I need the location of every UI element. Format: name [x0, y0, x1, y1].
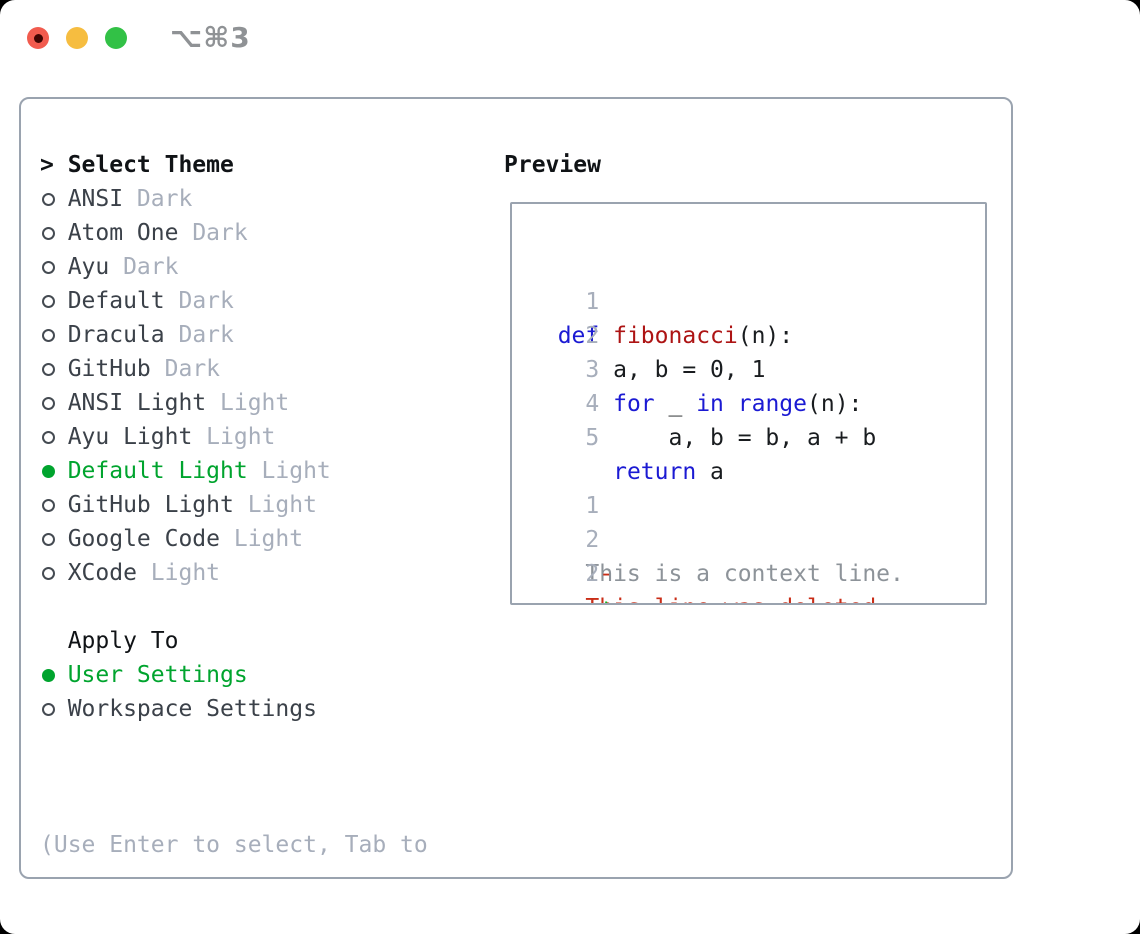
theme-list-item[interactable]: Dracula Dark [40, 318, 428, 352]
token-keyword: for [613, 391, 655, 417]
code-preview: 1 def fibonacci(n): 2 a, b = 0, 1 3 for … [530, 251, 985, 485]
radio-icon [42, 566, 55, 580]
preview-box: 1 def fibonacci(n): 2 a, b = 0, 1 3 for … [510, 202, 987, 605]
apply-to-list: User Settings Workspace Settings [40, 658, 428, 726]
theme-list-item[interactable]: XCode Light [40, 556, 428, 590]
line-number: 2 [585, 527, 600, 553]
theme-list-item[interactable]: Default Dark [40, 284, 428, 318]
theme-list-item[interactable]: Ayu Light Light [40, 420, 428, 454]
hint-line-2: change focus) [40, 930, 428, 934]
token-keyword: def [557, 323, 600, 349]
code-line: 2 a, b = 0, 1 [530, 285, 985, 383]
line-number: 1 [585, 493, 600, 519]
token-function: fibonacci [613, 323, 738, 349]
radio-icon [42, 532, 55, 546]
theme-list-item[interactable]: GitHub Dark [40, 352, 428, 386]
radio-icon [42, 226, 55, 240]
token-keyword: in [696, 391, 724, 417]
token-plain [724, 391, 738, 417]
code-line: 4 a, b = b, a + b [530, 353, 985, 451]
token-keyword: range [737, 391, 807, 417]
theme-list-item[interactable]: Ayu Dark [40, 250, 428, 284]
line-number: 5 [585, 425, 600, 451]
traffic-lights [27, 27, 127, 49]
theme-list-item[interactable]: Atom One Dark [40, 216, 428, 250]
radio-icon [42, 362, 55, 376]
code-line: 5 return a [530, 387, 985, 485]
spacer [40, 590, 428, 624]
spacer [40, 726, 428, 760]
diff-line: 1 This is a context line. [530, 455, 985, 587]
line-number: 3 [585, 357, 600, 383]
radio-icon [42, 498, 55, 512]
theme-list-item[interactable]: Google Code Light [40, 522, 428, 556]
theme-list-title: Select Theme [67, 152, 234, 178]
token-plain: a, b = b, a + b [557, 425, 877, 451]
window-title: ⌥⌘3 [170, 21, 251, 54]
diff-text: This is a context line. [585, 561, 904, 587]
radio-icon [42, 464, 55, 478]
radio-icon [42, 192, 55, 206]
diff-line: 2 + This line was added. [530, 523, 985, 603]
main-panel: > Select Theme ANSI Dark Atom One Dark Ay… [19, 97, 1013, 879]
token-plain [558, 459, 613, 485]
token-plain: (n): [737, 323, 794, 349]
diff-preview: 1 This is a context line. 2 - This line … [530, 455, 985, 603]
radio-icon [42, 668, 55, 682]
theme-list-item[interactable]: ANSI Dark [40, 182, 428, 216]
diff-marker: + [585, 595, 627, 603]
token-plain: (n): [807, 391, 863, 417]
line-number: 1 [585, 289, 600, 315]
line-number: 2 [585, 561, 600, 587]
radio-icon [42, 328, 55, 342]
radio-icon [42, 260, 55, 274]
token-plain: _ [654, 391, 697, 417]
token-plain: a [696, 459, 724, 485]
radio-icon [42, 294, 55, 308]
diff-marker: - [585, 561, 627, 587]
left-column: > Select Theme ANSI Dark Atom One Dark Ay… [40, 148, 428, 934]
token-keyword: return [613, 459, 697, 485]
code-line: 3 for _ in range(n): [530, 319, 985, 417]
theme-list-header: > Select Theme [40, 148, 428, 182]
diff-line: 2 - This line was deleted. [530, 489, 985, 603]
theme-list-item[interactable]: GitHub Light Light [40, 488, 428, 522]
close-button[interactable] [27, 27, 49, 49]
apply-to-option[interactable]: User Settings [40, 658, 428, 692]
apply-to-option[interactable]: Workspace Settings [40, 692, 428, 726]
token-plain: a, b = 0, 1 [557, 357, 766, 383]
titlebar: ⌥⌘3 [0, 0, 1140, 97]
close-dot-icon [33, 33, 43, 43]
diff-text: This line was deleted. [585, 595, 890, 603]
keyboard-hint: (Use Enter to select, Tab to change focu… [40, 760, 428, 934]
minimize-button[interactable] [66, 27, 88, 49]
line-number: 4 [585, 391, 600, 417]
radio-icon [42, 430, 55, 444]
radio-icon [42, 702, 55, 716]
line-number: 2 [585, 323, 600, 349]
apply-to-title: Apply To [67, 628, 179, 654]
radio-icon [42, 396, 55, 410]
hint-line-1: (Use Enter to select, Tab to [40, 832, 428, 858]
focus-caret-icon: > [40, 152, 54, 178]
theme-list: ANSI Dark Atom One Dark Ayu Dark Default… [40, 182, 428, 590]
theme-list-item[interactable]: Default Light Light [40, 454, 428, 488]
theme-list-item[interactable]: ANSI Light Light [40, 386, 428, 420]
apply-to-header-row: Apply To [40, 624, 428, 658]
code-line: 1 def fibonacci(n): [530, 251, 985, 349]
zoom-button[interactable] [105, 27, 127, 49]
preview-title: Preview [504, 152, 601, 178]
